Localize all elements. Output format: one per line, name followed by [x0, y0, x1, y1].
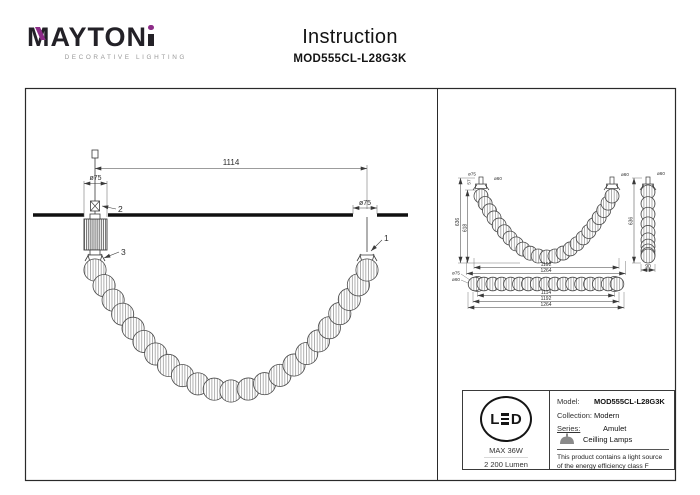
dim-canopy-right-label: ø75 — [359, 200, 371, 207]
content-border — [24, 87, 677, 482]
led-letter-l: L — [490, 410, 500, 428]
led-letter-e-bars-icon — [500, 413, 510, 425]
ceiling-lamp-icon — [560, 433, 574, 444]
logo-wordmark: MAYTON — [27, 22, 148, 52]
plan-dim-inner-label: 1192 — [541, 296, 552, 302]
logo-i-dot-icon — [148, 24, 154, 30]
front-canopy-top-label: ø75 — [468, 172, 476, 177]
front-canopy-side-label: ø60 — [494, 176, 502, 181]
series-row: Series: Amulet — [557, 424, 669, 433]
front-view — [458, 176, 626, 276]
led-cell: L D MAX 36W 2 200 Lumen — [463, 391, 550, 469]
header-title-block: Instruction MOD555CL-L28G3K — [150, 26, 550, 65]
model-row: Model: MOD555CL-L28G3K — [557, 397, 669, 406]
main-bead-chain — [83, 258, 379, 403]
plan-dim-centers-label: 1114 — [541, 290, 552, 296]
part-label-3: 3 — [121, 247, 126, 257]
plan-view-bead-row — [467, 276, 625, 292]
side-canopy-label: ø60 — [657, 171, 665, 176]
front-width-inner-label: 1192 — [541, 262, 552, 268]
main-drawing — [33, 149, 408, 263]
part-label-1: 1 — [384, 233, 389, 243]
led-letter-d: D — [510, 410, 522, 428]
series-type-value: Ceilling Lamps — [583, 435, 633, 444]
page-title: Instruction — [302, 26, 398, 48]
front-height-outer-label: 636 — [455, 218, 461, 227]
series-value: Amulet — [603, 424, 627, 433]
model-info-cell: Model: MOD555CL-L28G3K Collection: Moder… — [550, 391, 674, 471]
product-info-box: L D MAX 36W 2 200 Lumen Model: MOD555CL-… — [462, 390, 675, 470]
collection-label: Collection: — [557, 410, 593, 420]
collection-row: Collection: Modern — [557, 411, 669, 420]
series-type-row: Ceilling Lamps — [557, 433, 669, 446]
series-label: Series: — [557, 424, 581, 433]
front-height-inner-label: 618 — [462, 224, 468, 233]
front-width-outer-label: 1264 — [540, 268, 551, 274]
maytoni-logo: MAYTON DECORATIVE LIGHTING — [27, 22, 187, 62]
front-canopy-side-label-right: ø60 — [621, 172, 629, 177]
model-number-heading: MOD555CL-L28G3K — [293, 53, 407, 65]
collection-value: Modern — [594, 410, 620, 420]
dim-canopy-left-label: ø75 — [89, 175, 101, 182]
drawing-labels: 1114 ø75 ø75 2 3 1 636 618 1192 1264 ø75… — [89, 158, 665, 308]
dim-width-label: 1114 — [223, 158, 240, 167]
led-badge-icon: L D — [480, 396, 532, 442]
plan-dim-overall-label: 1264 — [540, 302, 551, 308]
luminous-flux-label: 2 200 Lumen — [484, 457, 528, 469]
model-label: Model: — [557, 397, 580, 406]
side-view-bead-stack — [640, 184, 656, 264]
logo-subtitle: DECORATIVE LIGHTING — [64, 54, 187, 61]
front-view-bead-chain — [473, 188, 620, 265]
info-divider: This product contains a light source of … — [557, 449, 669, 471]
max-power-label: MAX 36W — [489, 446, 523, 455]
side-width-label: 90 — [645, 264, 651, 270]
part-label-2: 2 — [118, 204, 123, 214]
model-value: MOD555CL-L28G3K — [594, 397, 665, 406]
front-canopy-height-label: 57 — [467, 179, 472, 185]
plan-cap-inner-label: ø60 — [452, 277, 460, 282]
logo-i-glyph — [148, 24, 155, 46]
logo-i-bar — [148, 33, 154, 46]
side-height-label: 636 — [629, 217, 635, 226]
energy-efficiency-note: This product contains a light source of … — [557, 453, 663, 470]
plan-cap-outer-label: ø75 — [452, 271, 460, 276]
plan-view-dims — [467, 292, 625, 310]
